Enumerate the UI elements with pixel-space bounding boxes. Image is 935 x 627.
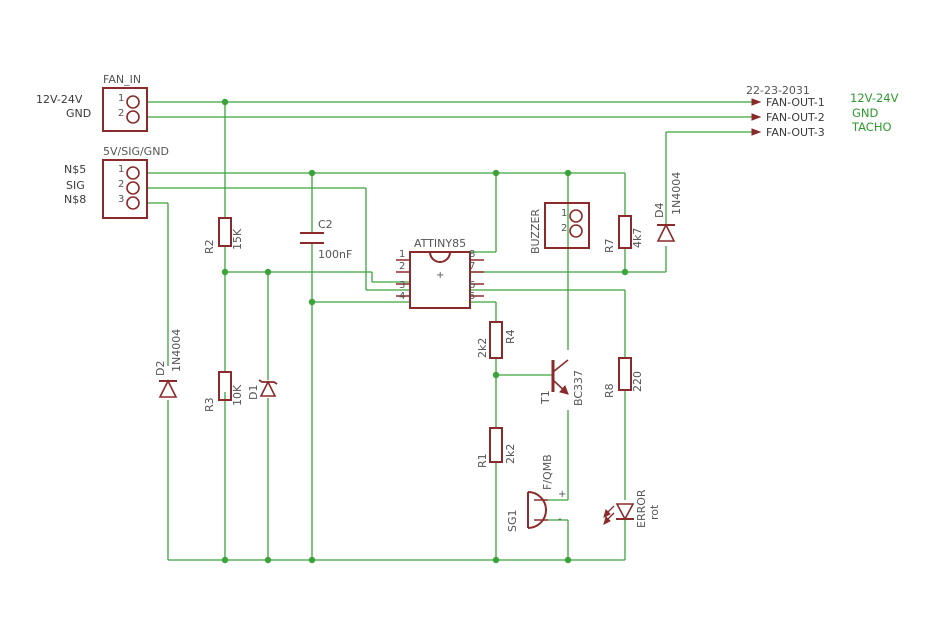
fan-out-pin1: FAN-OUT-1 bbox=[766, 96, 825, 109]
sg1-value: F/QMB bbox=[541, 454, 554, 490]
r3-value: 10K bbox=[231, 384, 244, 406]
ic-origin-mark: + bbox=[436, 270, 444, 281]
fan-out-header-name: 22-23-2031 bbox=[746, 84, 810, 97]
r4-value: 2k2 bbox=[476, 338, 489, 358]
sg1-minus: - bbox=[558, 514, 562, 525]
led-error: ERROR rot bbox=[603, 489, 661, 528]
r1-value: 2k2 bbox=[504, 444, 517, 464]
net-label-out-tacho: TACHO bbox=[851, 120, 892, 134]
net-label-fan-in-gnd: GND bbox=[66, 107, 91, 120]
diode-d2: D2 1N4004 bbox=[154, 329, 183, 398]
ic-pin3: 3 bbox=[399, 280, 405, 291]
ic-pin4: 4 bbox=[399, 291, 405, 302]
net-label-out-pos: 12V-24V bbox=[850, 91, 899, 105]
ic-pin2: 2 bbox=[399, 261, 405, 272]
input-pin1: 1 bbox=[118, 164, 124, 175]
d2-name: D2 bbox=[154, 361, 167, 376]
net-label-fan-in-pos: 12V-24V bbox=[36, 93, 83, 106]
buzzer-connector: 1 2 BUZZER bbox=[529, 202, 590, 254]
input-pin3: 3 bbox=[118, 194, 124, 205]
resistor-r1: R1 2k2 bbox=[476, 427, 517, 468]
resistor-r7: R7 4k7 bbox=[603, 215, 644, 253]
ic-name: ATTINY85 bbox=[414, 237, 466, 250]
fan-in-connector: FAN_IN 1 2 12V-24V GND bbox=[36, 73, 148, 132]
junctions bbox=[221, 98, 629, 564]
input-pin2: 2 bbox=[118, 179, 124, 190]
buzzer-sg1: + - SG1 F/QMB bbox=[506, 454, 566, 532]
resistor-r8: R8 220 bbox=[603, 357, 644, 398]
wires bbox=[146, 101, 752, 561]
input-connector: 5V/SIG/GND 1 2 3 N$5 SIG N$8 bbox=[64, 145, 169, 219]
t1-name: T1 bbox=[539, 390, 552, 405]
diode-d1: D1 bbox=[247, 379, 278, 400]
ic-pin8: 8 bbox=[469, 249, 475, 260]
sg1-name: SG1 bbox=[506, 509, 519, 532]
c2-name: C2 bbox=[318, 218, 333, 231]
ic-attiny85: ATTINY85 1 2 3 4 5 6 7 8 + bbox=[396, 237, 484, 309]
net-label-sig: SIG bbox=[66, 179, 85, 192]
r3-name: R3 bbox=[203, 397, 216, 412]
d4-value: 1N4004 bbox=[670, 172, 683, 215]
capacitor-c2: C2 100nF bbox=[300, 218, 352, 261]
fan-out-pin3: FAN-OUT-3 bbox=[766, 126, 825, 139]
net-label-out-gnd: GND bbox=[852, 106, 879, 120]
r2-value: 15K bbox=[231, 228, 244, 250]
fan-out-header: 22-23-2031 FAN-OUT-1 FAN-OUT-2 FAN-OUT-3… bbox=[746, 84, 899, 139]
sg1-plus: + bbox=[558, 489, 566, 500]
r8-value: 220 bbox=[631, 371, 644, 392]
resistor-r3: R3 10K bbox=[203, 371, 244, 412]
fan-in-pin1: 1 bbox=[118, 93, 124, 104]
d2-value: 1N4004 bbox=[170, 329, 183, 372]
fan-out-pin2: FAN-OUT-2 bbox=[766, 111, 825, 124]
c2-value: 100nF bbox=[318, 248, 352, 261]
d4-name: D4 bbox=[653, 203, 666, 218]
r7-value: 4k7 bbox=[631, 228, 644, 248]
resistor-r2: R2 15K bbox=[203, 217, 244, 254]
buzzer-pin1: 1 bbox=[561, 208, 567, 219]
r2-name: R2 bbox=[203, 239, 216, 254]
diode-d4: D4 1N4004 bbox=[653, 172, 683, 242]
net-label-n5: N$5 bbox=[64, 163, 86, 176]
r1-name: R1 bbox=[476, 453, 489, 468]
r8-name: R8 bbox=[603, 383, 616, 398]
input-connector-name: 5V/SIG/GND bbox=[103, 145, 169, 158]
buzzer-name: BUZZER bbox=[529, 209, 542, 254]
ic-pin6: 6 bbox=[469, 280, 475, 291]
ic-pin5: 5 bbox=[469, 291, 475, 302]
buzzer-pin2: 2 bbox=[561, 223, 567, 234]
fan-in-name: FAN_IN bbox=[103, 73, 141, 86]
transistor-t1: T1 BC337 bbox=[539, 359, 585, 406]
led-name: ERROR bbox=[635, 489, 648, 528]
r7-name: R7 bbox=[603, 238, 616, 253]
led-value: rot bbox=[648, 504, 661, 520]
fan-in-pin2: 2 bbox=[118, 108, 124, 119]
ic-pin1: 1 bbox=[399, 249, 405, 260]
net-label-n8: N$8 bbox=[64, 193, 86, 206]
ic-pin7: 7 bbox=[469, 261, 475, 272]
d1-name: D1 bbox=[247, 385, 260, 400]
r4-name: R4 bbox=[504, 329, 517, 344]
resistor-r4: 2k2 R4 bbox=[476, 321, 517, 359]
t1-value: BC337 bbox=[572, 370, 585, 406]
